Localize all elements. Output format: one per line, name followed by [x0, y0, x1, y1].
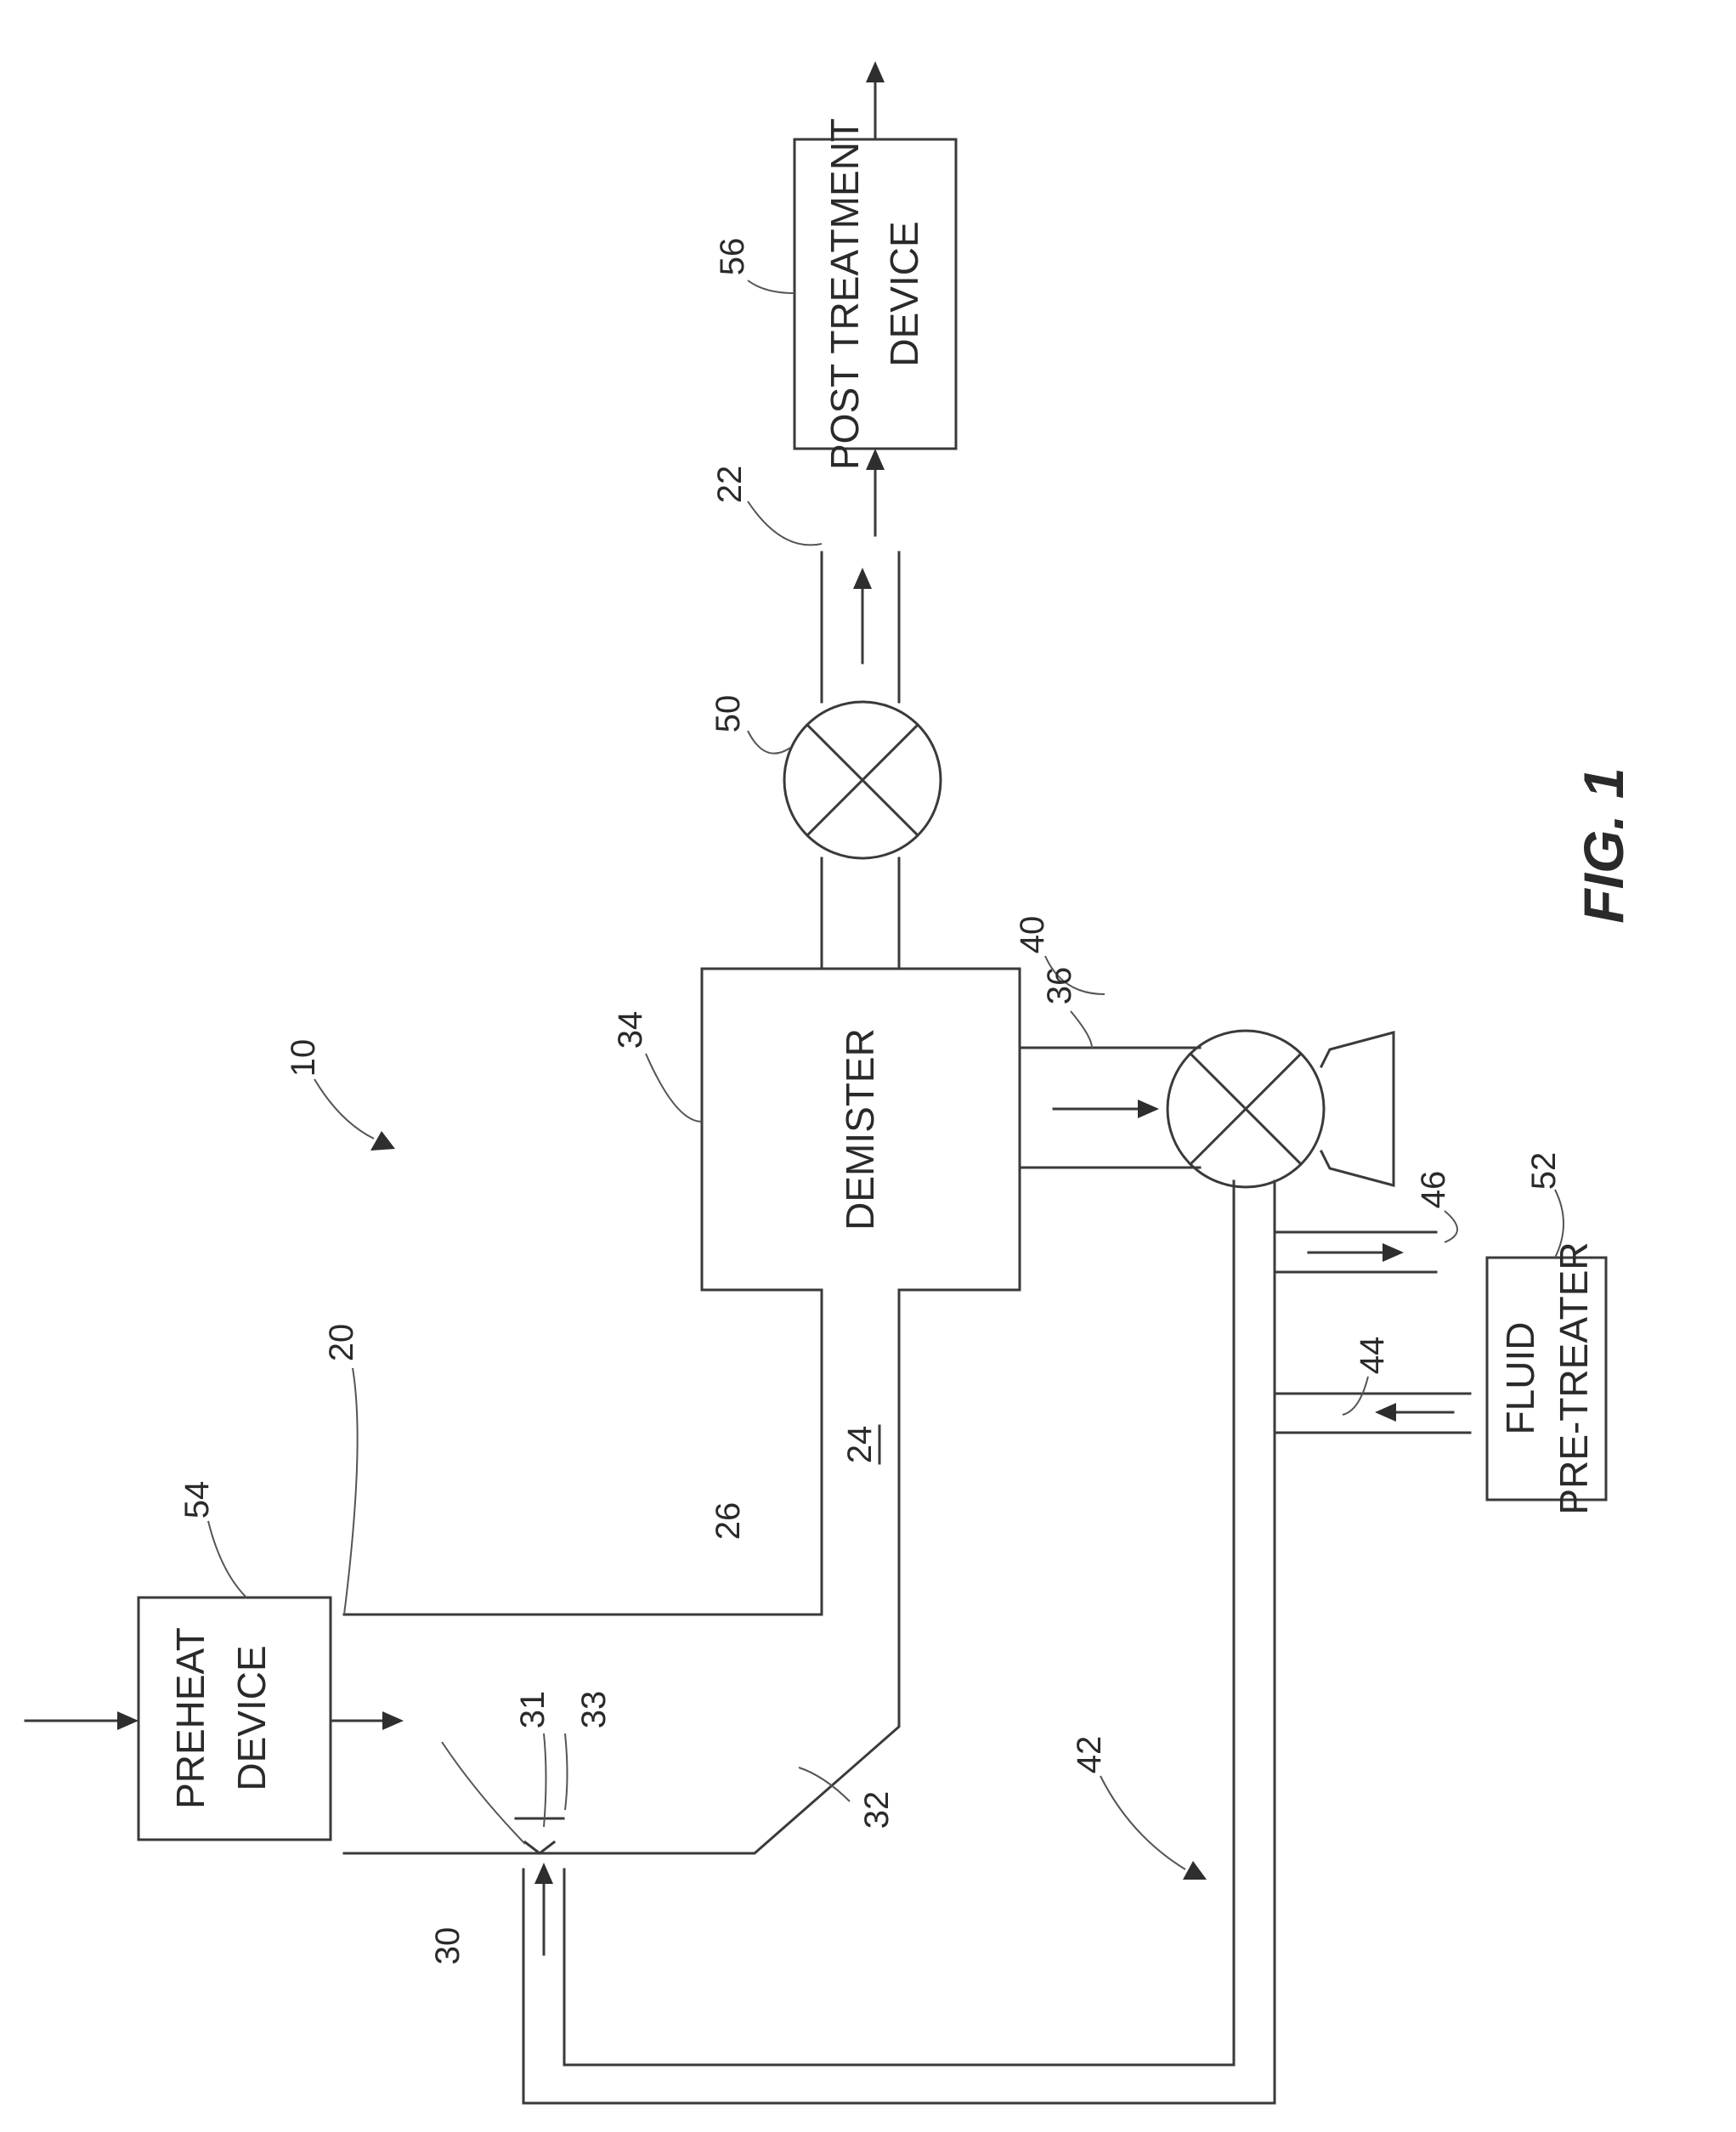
preheat-label-1: PREHEAT — [168, 1627, 212, 1809]
preheat-label-2: DEVICE — [229, 1645, 274, 1790]
loop-42-arrow — [1183, 1861, 1207, 1880]
ref-50: 50 — [710, 695, 747, 733]
ref-46: 46 — [1415, 1171, 1452, 1209]
ref-36: 36 — [1041, 967, 1078, 1005]
post-treatment-label-2: DEVICE — [882, 221, 926, 366]
post-out-arrow-head — [866, 61, 885, 82]
fluid-pretreater-label-2: PRE-TREATER — [1552, 1241, 1596, 1514]
figure-title: FIG. 1 — [1572, 767, 1635, 923]
leader-54 — [208, 1521, 246, 1598]
leader-31 — [544, 1733, 546, 1827]
recirc-arrow-head — [534, 1863, 553, 1884]
duct-lower-wall — [344, 1290, 899, 1853]
ref-56: 56 — [714, 238, 751, 276]
ref-31: 31 — [514, 1691, 551, 1729]
ref-44: 44 — [1354, 1337, 1391, 1375]
leader-22 — [748, 501, 822, 545]
ref-10: 10 — [285, 1039, 322, 1077]
leader-44 — [1343, 1377, 1368, 1415]
ref-30: 30 — [429, 1927, 467, 1965]
ref-54: 54 — [178, 1481, 216, 1519]
leader-30 — [442, 1742, 525, 1844]
ref-26: 26 — [710, 1502, 747, 1541]
system-10-leader — [314, 1079, 374, 1139]
leader-34 — [646, 1054, 702, 1122]
demister-label: DEMISTER — [838, 1028, 882, 1230]
nozzle-30 — [525, 1842, 554, 1853]
duct-upper-wall — [344, 1290, 822, 1615]
system-10-arrow — [370, 1131, 395, 1151]
post-in-arrow-head — [866, 449, 885, 470]
ref-22: 22 — [711, 466, 749, 504]
leader-20 — [344, 1368, 358, 1615]
ref-20: 20 — [323, 1324, 360, 1362]
drain-arrow-head — [1138, 1100, 1159, 1118]
ref-42: 42 — [1071, 1736, 1108, 1774]
leader-50 — [748, 731, 790, 754]
ref-24: 24 — [841, 1426, 879, 1464]
ref-32: 32 — [858, 1791, 896, 1829]
fluid-pretreater-label-1: FLUID — [1498, 1322, 1542, 1435]
bleed-arrow-head — [1383, 1243, 1404, 1262]
ref-33: 33 — [575, 1691, 613, 1729]
pump-40 — [1168, 1031, 1394, 1187]
leader-56 — [748, 280, 794, 293]
valve-50 — [784, 702, 941, 858]
arrow-out-of-preheat — [382, 1711, 404, 1730]
arrow-into-preheat — [117, 1711, 139, 1730]
leader-46 — [1445, 1211, 1457, 1242]
leader-36 — [1071, 1011, 1092, 1048]
post-treatment-label-1: POST TREATMENT — [823, 118, 867, 470]
loop-42-leader — [1100, 1776, 1185, 1869]
ref-34: 34 — [612, 1011, 649, 1049]
leader-32 — [799, 1767, 850, 1801]
leader-33 — [565, 1733, 568, 1810]
ref-40: 40 — [1014, 916, 1051, 954]
post-treatment-box — [794, 139, 956, 449]
outlet-arrow-head — [853, 568, 872, 589]
ref-52: 52 — [1525, 1152, 1563, 1190]
makeup-arrow-head — [1375, 1403, 1396, 1422]
